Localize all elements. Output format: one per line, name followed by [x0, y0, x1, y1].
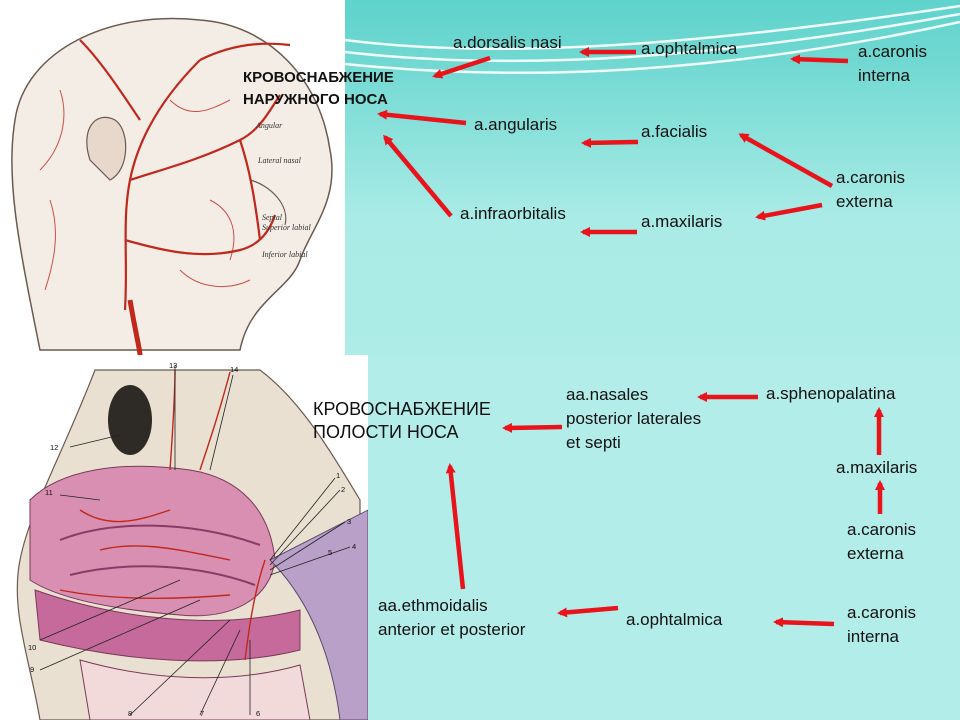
title-nasal-cavity: КРОВОСНАБЖЕНИЕ ПОЛОСТИ НОСА: [313, 398, 491, 444]
label-caronis-interna-top-line2: interna: [858, 66, 910, 85]
fig-num-7: 7: [200, 709, 204, 718]
label-caronis-interna-bottom: a.caronis interna: [847, 601, 916, 649]
fig-label-superior-labial: Superior labial: [262, 223, 311, 232]
fig-label-inferior-labial: Inferior labial: [261, 250, 308, 259]
label-caronis-interna-bottom-line2: interna: [847, 627, 899, 646]
title-external-nose: КРОВОСНАБЖЕНИЕ НАРУЖНОГО НОСА: [243, 67, 394, 111]
label-caronis-interna-bottom-line1: a.caronis: [847, 603, 916, 622]
title-external-nose-line1: КРОВОСНАБЖЕНИЕ: [243, 69, 394, 86]
label-dorsalis-nasi: a.dorsalis nasi: [453, 33, 562, 52]
label-maxilaris-bottom: a.maxilaris: [836, 458, 918, 477]
head-arteries-illustration: Angular Lateral nasal Septal Superior la…: [0, 0, 345, 355]
label-caronis-externa-top-line2: externa: [836, 192, 893, 211]
fig-num-11: 11: [45, 488, 53, 497]
label-caronis-externa-bottom-line1: a.caronis: [847, 520, 916, 539]
nasal-mucosa: [29, 465, 276, 617]
label-ethmoidalis-line2: anterior et posterior: [378, 620, 526, 639]
label-caronis-externa-bottom: a.caronis externa: [847, 518, 916, 566]
fig-num-14: 14: [230, 365, 238, 374]
fig-label-angular: Angular: [255, 121, 283, 130]
fig-num-2: 2: [341, 485, 345, 494]
fig-num-6: 6: [256, 709, 260, 718]
label-infraorbitalis: a.infraorbitalis: [460, 204, 566, 223]
fig-label-septal: Septal: [262, 213, 283, 222]
label-maxilaris-top: a.maxilaris: [641, 212, 723, 231]
nasal-cavity-illustration: 13 14 12 11 1 2 3 4 10 9 5 6 7 8: [0, 360, 368, 720]
label-caronis-externa-top: a.caronis externa: [836, 166, 905, 214]
fig-num-5: 5: [328, 548, 332, 557]
label-ethmoidalis: aa.ethmoidalis anterior et posterior: [378, 594, 525, 642]
decorative-curves: [344, 4, 960, 75]
label-caronis-externa-top-line1: a.caronis: [836, 168, 905, 187]
label-nasales-line3: et septi: [566, 433, 621, 452]
label-sphenopalatina: a.sphenopalatina: [766, 384, 896, 403]
fig-num-9: 9: [30, 665, 34, 674]
fig-num-4: 4: [352, 542, 356, 551]
fig-num-8: 8: [128, 709, 132, 718]
label-ethmoidalis-line1: aa.ethmoidalis: [378, 596, 488, 615]
title-nasal-cavity-line1: КРОВОСНАБЖЕНИЕ: [313, 399, 491, 419]
label-nasales: aa.nasales posterior laterales et septi: [566, 383, 701, 455]
fig-num-10: 10: [28, 643, 36, 652]
label-facialis: a.facialis: [641, 122, 708, 141]
label-caronis-interna-top: a.caronis interna: [858, 40, 927, 88]
label-nasales-line1: aa.nasales: [566, 385, 649, 404]
fig-num-1: 1: [336, 471, 340, 480]
fig-num-3: 3: [347, 517, 351, 526]
label-caronis-interna-top-line1: a.caronis: [858, 42, 927, 61]
head-outline: [11, 17, 333, 351]
fig-label-lateral-nasal: Lateral nasal: [257, 156, 302, 165]
title-external-nose-line2: НАРУЖНОГО НОСА: [243, 91, 388, 108]
label-ophtalmica-top: a.ophtalmica: [641, 39, 738, 58]
label-caronis-externa-bottom-line2: externa: [847, 544, 904, 563]
label-ophtalmica-bottom: a.ophtalmica: [626, 610, 723, 629]
fig-num-12: 12: [50, 443, 58, 452]
title-nasal-cavity-line2: ПОЛОСТИ НОСА: [313, 422, 459, 442]
fig-num-13: 13: [169, 361, 177, 370]
label-angularis: a.angularis: [474, 115, 558, 134]
label-nasales-line2: posterior laterales: [566, 409, 702, 428]
